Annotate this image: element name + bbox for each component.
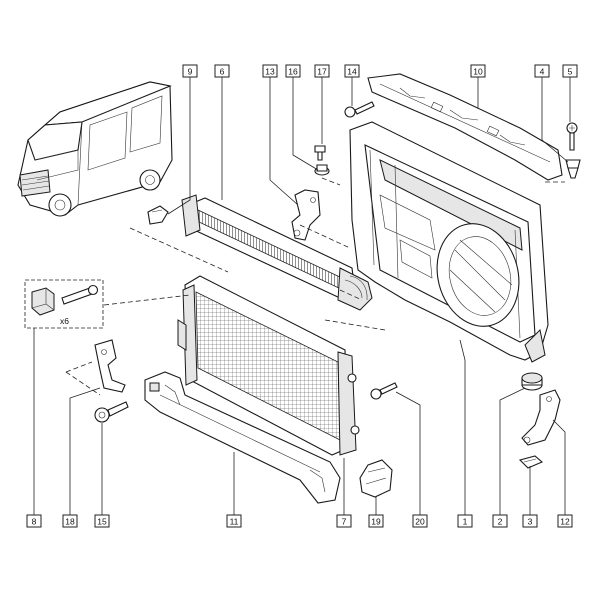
callout-16: 16 <box>285 64 301 78</box>
callout-label: 9 <box>188 67 193 77</box>
sensor-9 <box>147 205 169 225</box>
callout-14: 14 <box>344 64 360 78</box>
callout-label: 6 <box>220 67 225 77</box>
callout-12: 12 <box>557 514 573 528</box>
callout-label: 3 <box>528 517 533 527</box>
callout-label: 2 <box>498 517 503 527</box>
callout-20: 20 <box>412 514 428 528</box>
lower-deflector <box>144 371 341 504</box>
callout-label: 8 <box>32 517 37 527</box>
clip-16 <box>314 164 330 176</box>
screw-20 <box>370 382 398 400</box>
callout-6: 6 <box>214 64 230 78</box>
radiator <box>177 275 360 456</box>
callout-8: 8 <box>26 514 42 528</box>
fastener-17 <box>314 145 326 161</box>
callout-label: 15 <box>97 517 107 527</box>
callout-10: 10 <box>470 64 486 78</box>
callout-3: 3 <box>522 514 538 528</box>
inset-box-8: x6 <box>24 279 104 329</box>
rubber-mount-2 <box>521 372 543 391</box>
fan-shroud-frame <box>349 121 549 363</box>
callout-2: 2 <box>492 514 508 528</box>
bracket-12 <box>521 389 561 446</box>
callout-15: 15 <box>94 514 110 528</box>
bracket-19 <box>359 459 393 498</box>
callout-1: 1 <box>457 514 473 528</box>
bolt-15 <box>94 401 129 423</box>
callout-4: 4 <box>534 64 550 78</box>
callout-11: 11 <box>226 514 242 528</box>
callout-label: 13 <box>265 67 275 77</box>
callout-5: 5 <box>562 64 578 78</box>
grommet-4 <box>565 159 581 179</box>
callout-label: 14 <box>347 67 357 77</box>
callout-19: 19 <box>368 514 384 528</box>
callout-7: 7 <box>336 514 352 528</box>
inset-multiplier-label: x6 <box>60 316 69 326</box>
callout-label: 16 <box>288 67 298 77</box>
bracket-13 <box>291 189 321 241</box>
callout-label: 1 <box>463 517 468 527</box>
callout-label: 11 <box>230 517 239 527</box>
callout-label: 19 <box>371 517 381 527</box>
callout-17: 17 <box>314 64 330 78</box>
assembly-lines <box>65 177 565 396</box>
bracket-18 <box>94 339 126 393</box>
callout-label: 17 <box>317 67 327 77</box>
callout-label: 18 <box>65 517 75 527</box>
callout-13: 13 <box>262 64 278 78</box>
callout-18: 18 <box>62 514 78 528</box>
screw-14 <box>344 101 375 118</box>
callout-label: 12 <box>560 517 570 527</box>
callout-label: 20 <box>415 517 425 527</box>
van-illustration <box>17 81 173 217</box>
upper-cross-member <box>367 73 563 181</box>
charge-air-cooler <box>181 194 373 311</box>
leader-lines <box>33 77 571 515</box>
clip-3 <box>518 455 544 469</box>
callout-label: 7 <box>342 517 347 527</box>
callout-label: 4 <box>540 67 545 77</box>
callout-label: 5 <box>568 67 573 77</box>
screw-5 <box>566 122 578 151</box>
callout-label: 10 <box>473 67 483 77</box>
callout-9: 9 <box>182 64 198 78</box>
